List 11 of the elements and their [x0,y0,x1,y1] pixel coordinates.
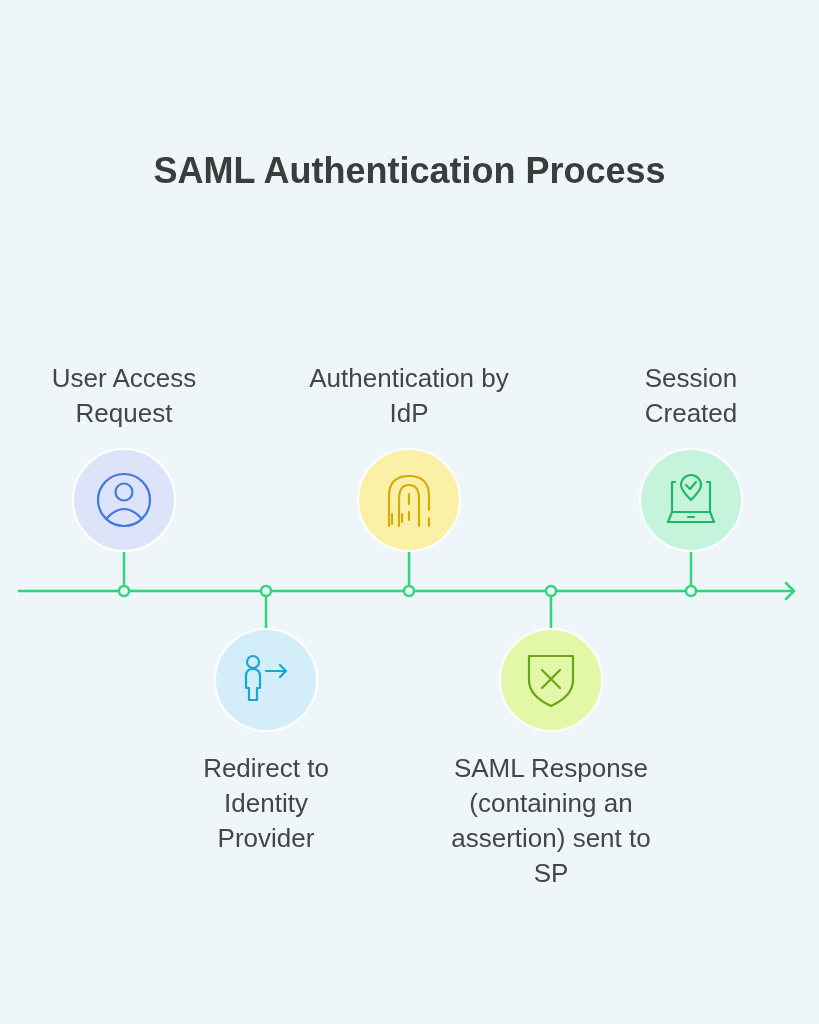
connector-line [402,552,416,598]
title: SAML Authentication Process [152,150,667,192]
connector-line [684,552,698,598]
step-label: SAML Response (containing an assertion) sent to SP [450,752,652,890]
connector-line [259,584,273,628]
step-label: Authentication by IdP [308,362,510,430]
step-label: Redirect to Identity Provider [202,752,330,855]
connector-line [117,552,131,598]
step-label: User Access Request [50,362,198,430]
connector-line [544,584,558,628]
step-label: Session Created [643,362,739,430]
